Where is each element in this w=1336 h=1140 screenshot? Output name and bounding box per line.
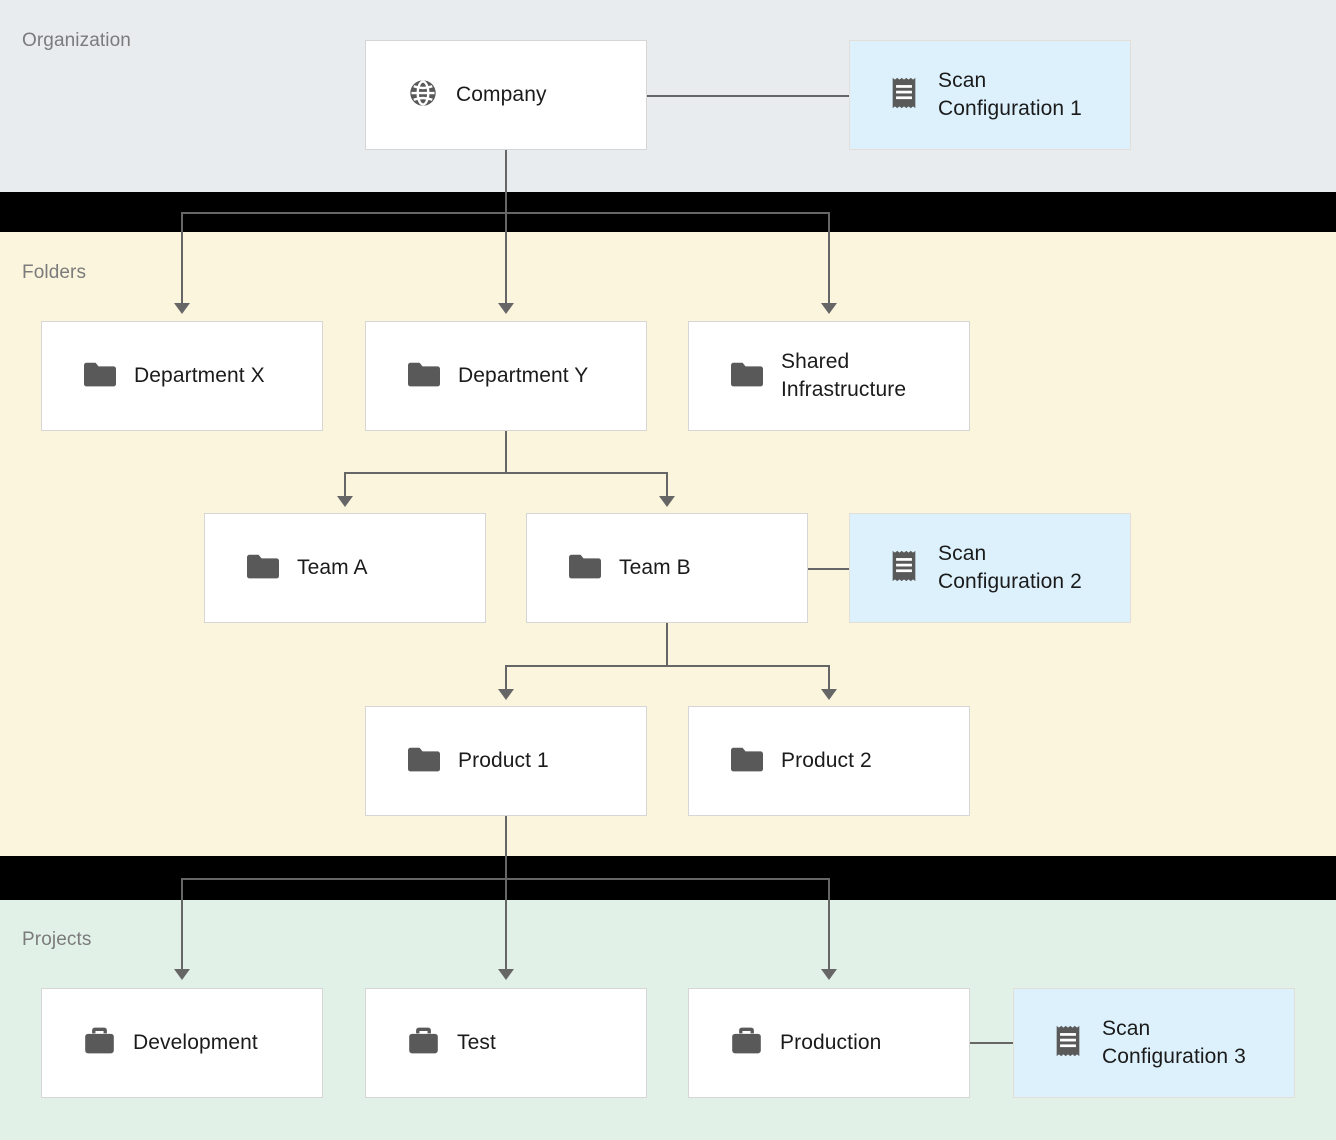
arrowhead-team-a — [337, 496, 353, 507]
node-department-x[interactable]: Department X — [41, 321, 323, 431]
node-label-team-b: Team B — [619, 556, 691, 580]
edge-team-b-stem — [666, 622, 668, 667]
folder-icon — [247, 553, 279, 584]
folder-icon — [569, 553, 601, 584]
node-product-1[interactable]: Product 1 — [365, 706, 647, 816]
arrowhead-product-1 — [498, 689, 514, 700]
node-test[interactable]: Test — [365, 988, 647, 1098]
node-production[interactable]: Production — [688, 988, 970, 1098]
node-team-b[interactable]: Team B — [526, 513, 808, 623]
edge-company-drop-shared-infrastructure — [828, 212, 830, 307]
node-label-department-x: Department X — [134, 364, 265, 388]
edge-team-b-drop-product-1 — [505, 665, 507, 693]
node-company[interactable]: Company — [365, 40, 647, 150]
folder-icon — [408, 361, 440, 392]
briefcase-icon — [408, 1026, 439, 1060]
node-label-production: Production — [780, 1031, 882, 1055]
band-label-organization: Organization — [22, 30, 131, 51]
folder-icon — [731, 361, 763, 392]
edge-company-drop-department-x — [181, 212, 183, 307]
receipt-icon — [888, 549, 920, 588]
edge-product-1-drop-development — [181, 878, 183, 973]
node-development[interactable]: Development — [41, 988, 323, 1098]
node-team-a[interactable]: Team A — [204, 513, 486, 623]
edge-department-y-stem — [505, 430, 507, 474]
briefcase-icon — [731, 1026, 762, 1060]
edge-company-to-scan-config-1 — [646, 95, 850, 97]
arrowhead-department-x — [174, 303, 190, 314]
arrowhead-department-y — [498, 303, 514, 314]
node-scan-config-2[interactable]: Scan Configuration 2 — [849, 513, 1131, 623]
receipt-icon — [1052, 1024, 1084, 1063]
edge-product-1-drop-production — [828, 878, 830, 973]
node-label-development: Development — [133, 1031, 258, 1055]
node-scan-config-3[interactable]: Scan Configuration 3 — [1013, 988, 1295, 1098]
edge-company-drop-department-y — [505, 212, 507, 307]
node-product-2[interactable]: Product 2 — [688, 706, 970, 816]
arrowhead-product-2 — [821, 689, 837, 700]
node-label-scan-config-1: Scan Configuration 1 — [938, 69, 1082, 120]
folder-icon — [731, 746, 763, 777]
node-label-scan-config-3: Scan Configuration 3 — [1102, 1017, 1246, 1068]
node-shared-infrastructure[interactable]: Shared Infrastructure — [688, 321, 970, 431]
edge-production-to-scan-config-3 — [968, 1042, 1014, 1044]
node-label-company: Company — [456, 83, 547, 107]
folder-icon — [84, 361, 116, 392]
arrowhead-test — [498, 969, 514, 980]
edge-team-b-to-scan-config-2 — [807, 568, 850, 570]
node-label-product-2: Product 2 — [781, 749, 872, 773]
node-scan-config-1[interactable]: Scan Configuration 1 — [849, 40, 1131, 150]
arrowhead-shared-infrastructure — [821, 303, 837, 314]
edge-department-y-drop-team-a — [344, 472, 346, 500]
band-label-folders: Folders — [22, 262, 87, 283]
arrowhead-development — [174, 969, 190, 980]
node-label-shared-infrastructure: Shared Infrastructure — [781, 350, 907, 401]
arrowhead-team-b — [659, 496, 675, 507]
node-label-product-1: Product 1 — [458, 749, 549, 773]
edge-product-1-drop-test — [505, 878, 507, 973]
band-label-projects: Projects — [22, 929, 92, 950]
node-label-team-a: Team A — [297, 556, 368, 580]
edge-company-stem — [505, 149, 507, 213]
briefcase-icon — [84, 1026, 115, 1060]
edge-team-b-bus — [505, 665, 829, 667]
edge-department-y-drop-team-b — [666, 472, 668, 500]
edge-department-y-bus — [344, 472, 668, 474]
globe-icon — [408, 78, 438, 113]
node-label-department-y: Department Y — [458, 364, 589, 388]
arrowhead-production — [821, 969, 837, 980]
receipt-icon — [888, 76, 920, 115]
node-label-test: Test — [457, 1031, 496, 1055]
node-department-y[interactable]: Department Y — [365, 321, 647, 431]
node-label-scan-config-2: Scan Configuration 2 — [938, 542, 1082, 593]
folder-icon — [408, 746, 440, 777]
edge-product-1-stem — [505, 814, 507, 880]
edge-team-b-drop-product-2 — [828, 665, 830, 693]
